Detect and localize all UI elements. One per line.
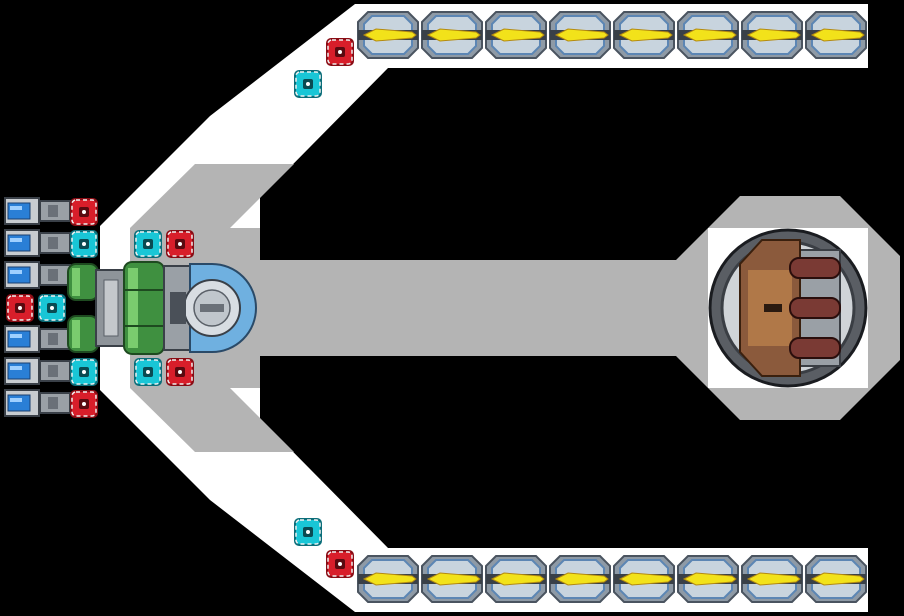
thruster-icon[interactable]	[357, 555, 419, 603]
thruster-icon[interactable]	[741, 555, 803, 603]
thruster-icon[interactable]	[613, 555, 675, 603]
thruster-icon[interactable]	[485, 555, 547, 603]
blue-battery-icon[interactable]	[3, 356, 71, 386]
blue-battery-icon[interactable]	[3, 324, 71, 354]
thruster-icon[interactable]	[805, 11, 867, 59]
power-block-red-icon[interactable]	[165, 357, 195, 387]
cockpit-dome-icon[interactable]	[163, 263, 257, 353]
thruster-icon[interactable]	[549, 555, 611, 603]
thruster-icon[interactable]	[421, 555, 483, 603]
power-block-cyan-icon[interactable]	[133, 357, 163, 387]
blue-battery-icon[interactable]	[3, 260, 71, 290]
blue-battery-icon[interactable]	[3, 388, 71, 418]
blue-battery-icon[interactable]	[3, 196, 71, 226]
thruster-icon[interactable]	[805, 555, 867, 603]
power-block-red-icon[interactable]	[5, 293, 35, 323]
power-block-cyan-icon[interactable]	[69, 229, 99, 259]
thruster-icon[interactable]	[549, 11, 611, 59]
thruster-icon[interactable]	[741, 11, 803, 59]
thruster-icon[interactable]	[613, 11, 675, 59]
blue-battery-icon[interactable]	[3, 228, 71, 258]
power-block-red-icon[interactable]	[325, 37, 355, 67]
power-block-red-icon[interactable]	[325, 549, 355, 579]
power-block-red-icon[interactable]	[69, 197, 99, 227]
thruster-icon[interactable]	[677, 555, 739, 603]
power-block-red-icon[interactable]	[69, 389, 99, 419]
green-engine-icon[interactable]	[67, 261, 165, 355]
thruster-icon[interactable]	[677, 11, 739, 59]
cannon-turret-icon[interactable]	[708, 228, 868, 388]
power-block-cyan-icon[interactable]	[37, 293, 67, 323]
power-block-cyan-icon[interactable]	[69, 357, 99, 387]
power-block-cyan-icon[interactable]	[293, 69, 323, 99]
power-block-cyan-icon[interactable]	[133, 229, 163, 259]
thruster-icon[interactable]	[421, 11, 483, 59]
thruster-icon[interactable]	[485, 11, 547, 59]
power-block-red-icon[interactable]	[165, 229, 195, 259]
thruster-icon[interactable]	[357, 11, 419, 59]
power-block-cyan-icon[interactable]	[293, 517, 323, 547]
